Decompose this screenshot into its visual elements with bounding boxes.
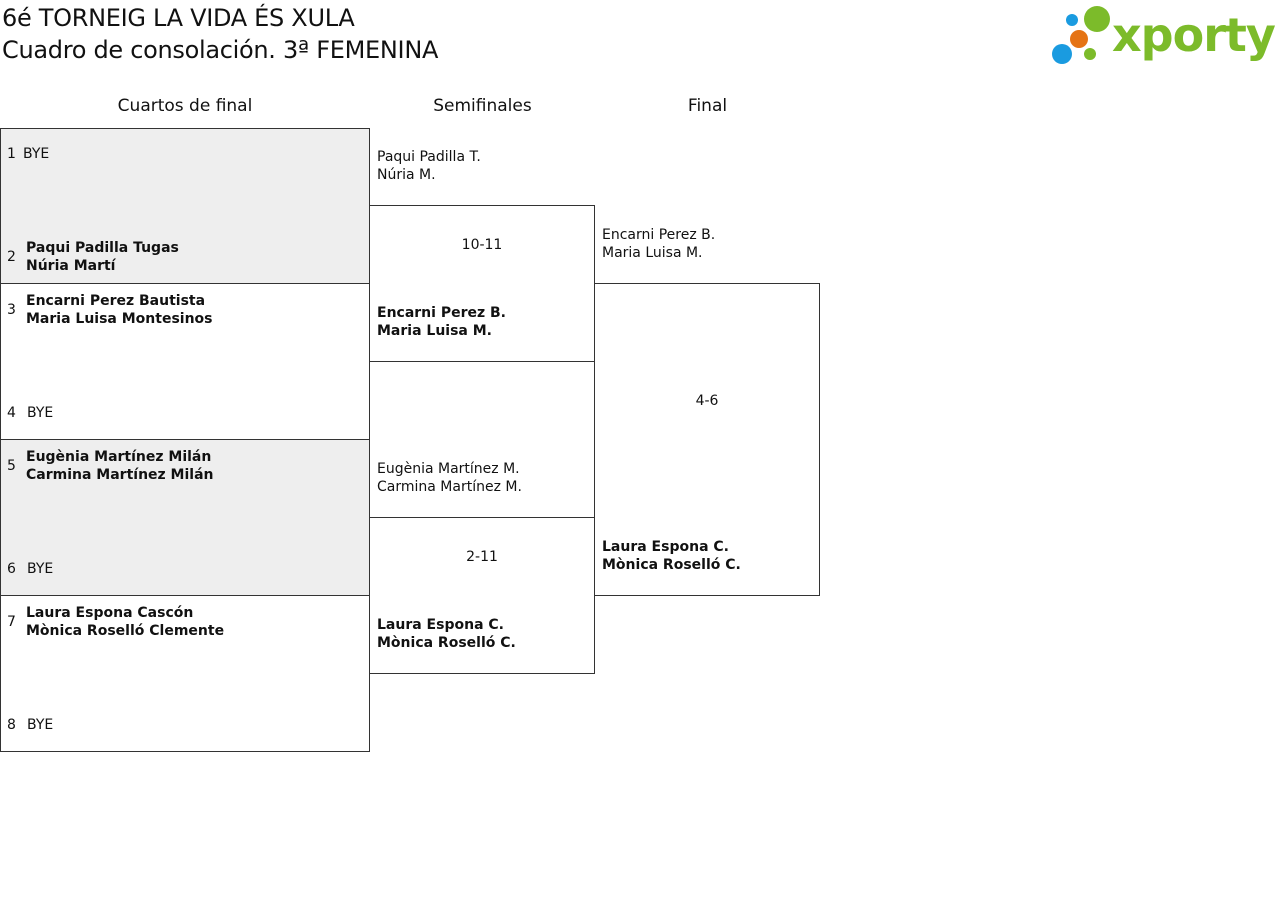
player-name: BYE xyxy=(23,146,50,162)
logo-dot-blue-large xyxy=(1052,44,1072,64)
logo-dot-blue xyxy=(1066,14,1078,26)
semifinal-1-score: 10-11 xyxy=(461,237,503,253)
logo-dot-green xyxy=(1084,6,1110,32)
title-line-2: Cuadro de consolación. 3ª FEMENINA xyxy=(2,36,439,64)
player-name: Eugènia Martínez Milán xyxy=(26,449,212,465)
final-top-line2: Maria Luisa M. xyxy=(602,245,703,261)
semifinal-2-top-line2: Carmina Martínez M. xyxy=(377,479,522,495)
xporty-logo: xporty xyxy=(1050,4,1276,66)
final-score: 4-6 xyxy=(695,393,719,409)
final-bottom-line1: Laura Espona C. xyxy=(602,539,729,555)
quarterfinal-match-3 xyxy=(0,439,370,596)
semifinal-1-bottom-line2: Maria Luisa M. xyxy=(377,323,492,339)
player-name: BYE xyxy=(27,561,54,577)
column-header-semifinals: Semifinales xyxy=(433,96,532,116)
player-name: Laura Espona Cascón xyxy=(26,605,194,621)
player-name: Maria Luisa Montesinos xyxy=(26,311,213,327)
seed-number: 1 xyxy=(7,146,16,162)
final-match xyxy=(594,283,820,596)
seed-number: 7 xyxy=(7,614,16,630)
semifinal-2-bottom-line2: Mònica Roselló C. xyxy=(377,635,516,651)
seed-number: 5 xyxy=(7,458,16,474)
quarterfinal-match-1 xyxy=(0,128,370,284)
logo-text: xporty xyxy=(1112,8,1276,62)
tournament-title: 6é TORNEIG LA VIDA ÉS XULA Cuadro de con… xyxy=(2,2,438,66)
semifinal-2-score: 2-11 xyxy=(466,549,498,565)
semifinal-1-top-line1: Paqui Padilla T. xyxy=(377,149,481,165)
seed-number: 3 xyxy=(7,302,16,318)
player-name: BYE xyxy=(27,717,54,733)
column-header-quarterfinals: Cuartos de final xyxy=(117,96,253,116)
final-bottom-line2: Mònica Roselló C. xyxy=(602,557,741,573)
player-name: Paqui Padilla Tugas xyxy=(26,240,179,256)
semifinal-1-top-line2: Núria M. xyxy=(377,167,436,183)
title-line-1: 6é TORNEIG LA VIDA ÉS XULA xyxy=(2,4,355,32)
final-top-line1: Encarni Perez B. xyxy=(602,227,716,243)
player-name: Carmina Martínez Milán xyxy=(26,467,214,483)
column-header-final: Final xyxy=(687,96,728,116)
seed-number: 4 xyxy=(7,405,16,421)
player-name: BYE xyxy=(27,405,54,421)
seed-number: 8 xyxy=(7,717,16,733)
seed-number: 6 xyxy=(7,561,16,577)
player-name: Núria Martí xyxy=(26,258,116,274)
semifinal-1-bottom-line1: Encarni Perez B. xyxy=(377,305,506,321)
logo-dot-orange xyxy=(1070,30,1088,48)
semifinal-2-top-line1: Eugènia Martínez M. xyxy=(377,461,520,477)
seed-number: 2 xyxy=(7,249,16,265)
semifinal-2-bottom-line1: Laura Espona C. xyxy=(377,617,504,633)
player-name: Mònica Roselló Clemente xyxy=(26,623,225,639)
player-name: Encarni Perez Bautista xyxy=(26,293,206,309)
logo-dot-green-small xyxy=(1084,48,1096,60)
